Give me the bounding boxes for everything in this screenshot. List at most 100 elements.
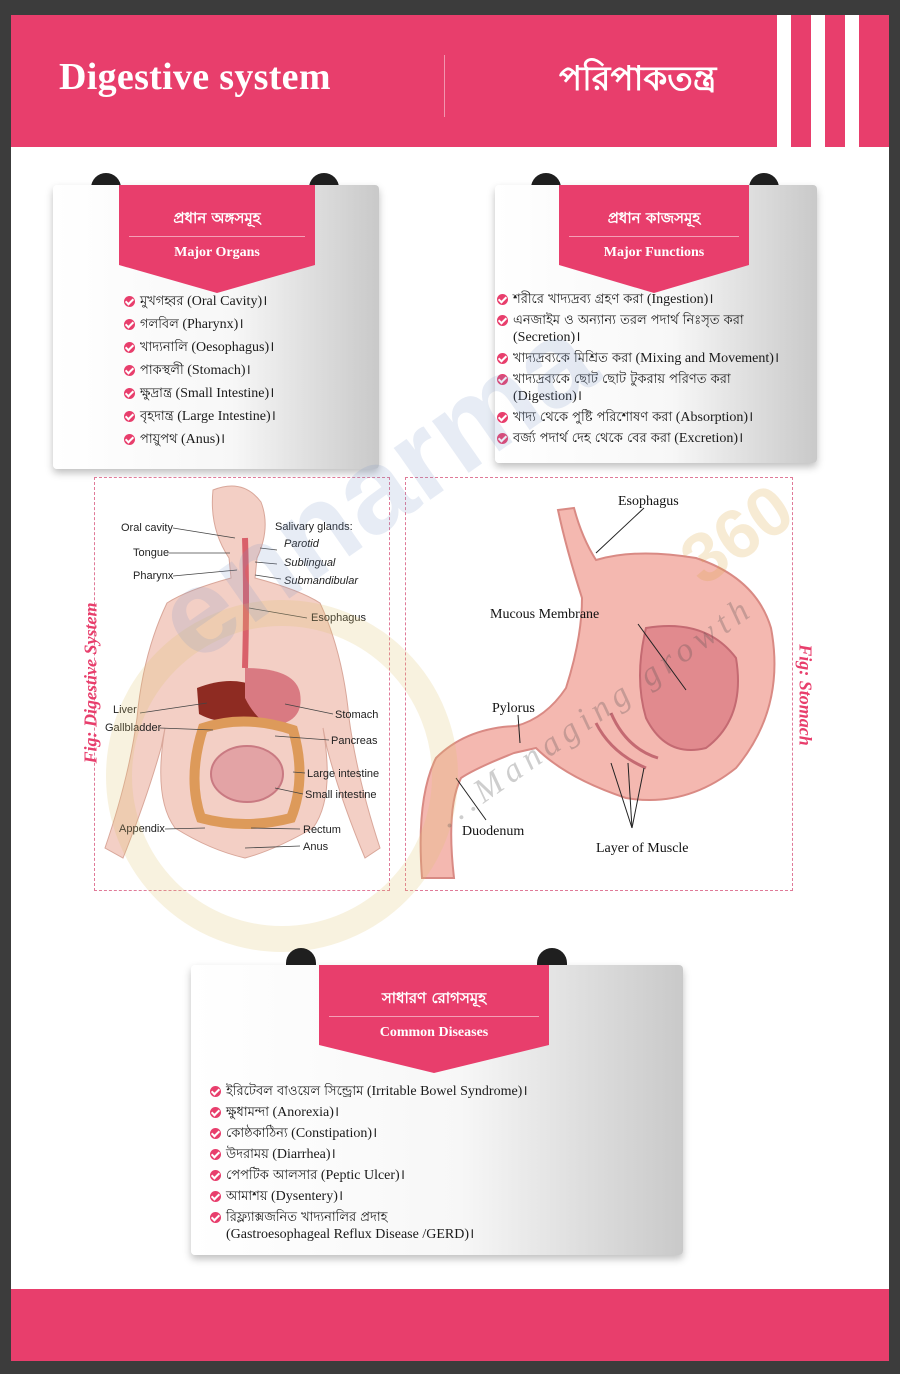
diseases-banner: সাধারণ রোগসমূহ Common Diseases [319, 965, 549, 1045]
functions-list: শরীরে খাদ্যদ্রব্য গ্রহণ করা (Ingestion)।… [497, 291, 827, 451]
digestive-figure-caption: Fig: Digestive System [80, 602, 101, 764]
item-label-english: (Irritable Bowel Syndrome)। [366, 1084, 528, 1099]
label-oral-cavity: Oral cavity [121, 522, 173, 534]
item-label-bangla: বৃহদান্ত্র [140, 409, 174, 424]
item-label-bangla: ক্ষুদ্রান্ত্র [140, 386, 172, 401]
item-label-bangla: ইরিটেবল বাওয়েল সিন্ড্রোম [226, 1084, 364, 1099]
item-label-english: (Gastroesophageal Reflux Disease /GERD)। [226, 1227, 475, 1242]
footer-banner [11, 1289, 889, 1361]
item-label-english: (Excretion)। [674, 431, 744, 446]
poster-sheet: Digestive system পরিপাকতন্ত্র প্রধান অঙ্… [11, 15, 889, 1361]
label-mucous-membrane: Mucous Membrane [490, 607, 599, 622]
item-label-english: (Constipation)। [291, 1126, 378, 1141]
organs-item: মুখগহ্বর (Oral Cavity)। [124, 293, 364, 310]
check-icon [210, 1128, 221, 1139]
check-icon [124, 342, 135, 353]
label-pharynx: Pharynx [133, 570, 174, 582]
item-label-bangla: খাদ্যদ্রব্যকে মিশ্রিত করা [513, 351, 633, 366]
check-icon [124, 296, 135, 307]
organs-item: খাদ্যনালি (Oesophagus)। [124, 339, 364, 356]
diseases-banner-tip [319, 1045, 549, 1073]
organs-list: মুখগহ্বর (Oral Cavity)।গলবিল (Pharynx)।খ… [124, 293, 364, 454]
label-sublingual: Sublingual [284, 557, 336, 569]
banner-rule [329, 1016, 539, 1017]
check-icon [210, 1191, 221, 1202]
check-icon [497, 433, 508, 444]
organs-item: পায়ুপথ (Anus)। [124, 431, 364, 448]
organs-banner: প্রধান অঙ্গসমূহ Major Organs [119, 185, 315, 265]
label-duodenum: Duodenum [462, 824, 524, 839]
check-icon [124, 434, 135, 445]
diseases-item: পেপটিক আলসার (Peptic Ulcer)। [210, 1167, 670, 1184]
check-icon [124, 319, 135, 330]
diseases-title-english: Common Diseases [379, 1025, 489, 1040]
item-label-bangla: আমাশয় [226, 1189, 268, 1204]
organs-title-english: Major Organs [174, 245, 260, 260]
functions-item: খাদ্যদ্রব্যকে মিশ্রিত করা (Mixing and Mo… [497, 350, 827, 367]
mucous-membrane-shape [639, 625, 739, 751]
functions-item: খাদ্যদ্রব্যকে ছোট ছোট টুকরায় পরিণত করা (… [497, 371, 827, 405]
label-esophagus: Esophagus [618, 494, 679, 509]
item-label-english: (Oral Cavity)। [187, 294, 268, 309]
functions-banner-tip [559, 265, 749, 293]
stomach-illustration: Esophagus Mucous Membrane Pylorus Duoden… [419, 494, 776, 879]
banner-rule [129, 236, 305, 237]
header-divider [444, 55, 445, 117]
item-label-english: (Mixing and Movement)। [635, 351, 780, 366]
organs-item: বৃহদান্ত্র (Large Intestine)। [124, 408, 364, 425]
diseases-title-bangla: সাধারণ রোগসমূহ [381, 989, 487, 1007]
item-label-bangla: খাদ্যদ্রব্যকে ছোট ছোট টুকরায় পরিণত করা [513, 372, 731, 387]
check-icon [497, 374, 508, 385]
item-label-bangla: পাকস্থলী [140, 363, 184, 378]
item-label-bangla: শরীরে খাদ্যদ্রব্য গ্রহণ করা [513, 292, 644, 307]
functions-item: বর্জ্য পদার্থ দেহ থেকে বের করা (Excretio… [497, 430, 827, 447]
label-tongue: Tongue [133, 547, 169, 559]
item-label-english: (Secretion)। [513, 330, 581, 345]
organs-title-bangla: প্রধান অঙ্গসমূহ [173, 209, 261, 227]
check-icon [210, 1170, 221, 1181]
item-label-bangla: ক্ষুধামন্দা [226, 1105, 270, 1120]
item-label-english: (Ingestion)। [646, 292, 714, 307]
label-pylorus: Pylorus [492, 701, 535, 716]
organs-item: ক্ষুদ্রান্ত্র (Small Intestine)। [124, 385, 364, 402]
label-submandibular: Submandibular [284, 575, 359, 587]
item-label-bangla: রিফ্ল্যাক্সজনিত খাদ্যনালির প্রদাহ [226, 1210, 388, 1225]
diseases-item: উদরাময় (Diarrhea)। [210, 1146, 670, 1163]
item-label-english: (Dysentery)। [271, 1189, 344, 1204]
label-layer-of-muscle: Layer of Muscle [596, 841, 689, 856]
muscle-layer-shape [594, 722, 647, 770]
check-icon [124, 365, 135, 376]
organs-banner-tip [119, 265, 315, 293]
item-label-english: (Small Intestine)। [175, 386, 275, 401]
item-label-english: (Digestion)। [513, 389, 583, 404]
item-label-bangla: পায়ুপথ [140, 432, 178, 447]
diseases-item: রিফ্ল্যাক্সজনিত খাদ্যনালির প্রদাহ (Gastro… [210, 1209, 670, 1243]
check-icon [124, 388, 135, 399]
item-label-bangla: বর্জ্য পদার্থ দেহ থেকে বের করা [513, 431, 671, 446]
item-label-english: (Large Intestine)। [177, 409, 276, 424]
item-label-english: (Diarrhea)। [272, 1147, 336, 1162]
stomach-figure: Esophagus Mucous Membrane Pylorus Duoden… [405, 477, 793, 891]
check-icon [210, 1107, 221, 1118]
header-stripe [811, 15, 825, 147]
label-salivary-glands: Salivary glands: [275, 521, 353, 533]
functions-title-english: Major Functions [603, 245, 705, 260]
diseases-item: ইরিটেবল বাওয়েল সিন্ড্রোম (Irritable Bow… [210, 1083, 670, 1100]
watermark-ring [106, 600, 458, 952]
item-label-english: (Stomach)। [187, 363, 251, 378]
item-label-english: (Peptic Ulcer)। [320, 1168, 406, 1183]
item-label-bangla: মুখগহ্বর [140, 294, 184, 309]
check-icon [124, 411, 135, 422]
check-icon [210, 1086, 221, 1097]
functions-banner: প্রধান কাজসমূহ Major Functions [559, 185, 749, 265]
header-stripe [845, 15, 859, 147]
item-label-bangla: পেপটিক আলসার [226, 1168, 318, 1183]
stomach-figure-caption: Fig: Stomach [795, 644, 816, 746]
item-label-english: (Anus)। [181, 432, 226, 447]
functions-title-bangla: প্রধান কাজসমূহ [607, 209, 701, 227]
check-icon [210, 1212, 221, 1223]
item-label-bangla: খাদ্য থেকে পুষ্টি পরিশোষণ করা [513, 410, 673, 425]
page-title-bangla: পরিপাকতন্ত্র [559, 59, 717, 99]
stomach-leader-lines [455, 507, 687, 829]
label-parotid: Parotid [284, 538, 320, 550]
